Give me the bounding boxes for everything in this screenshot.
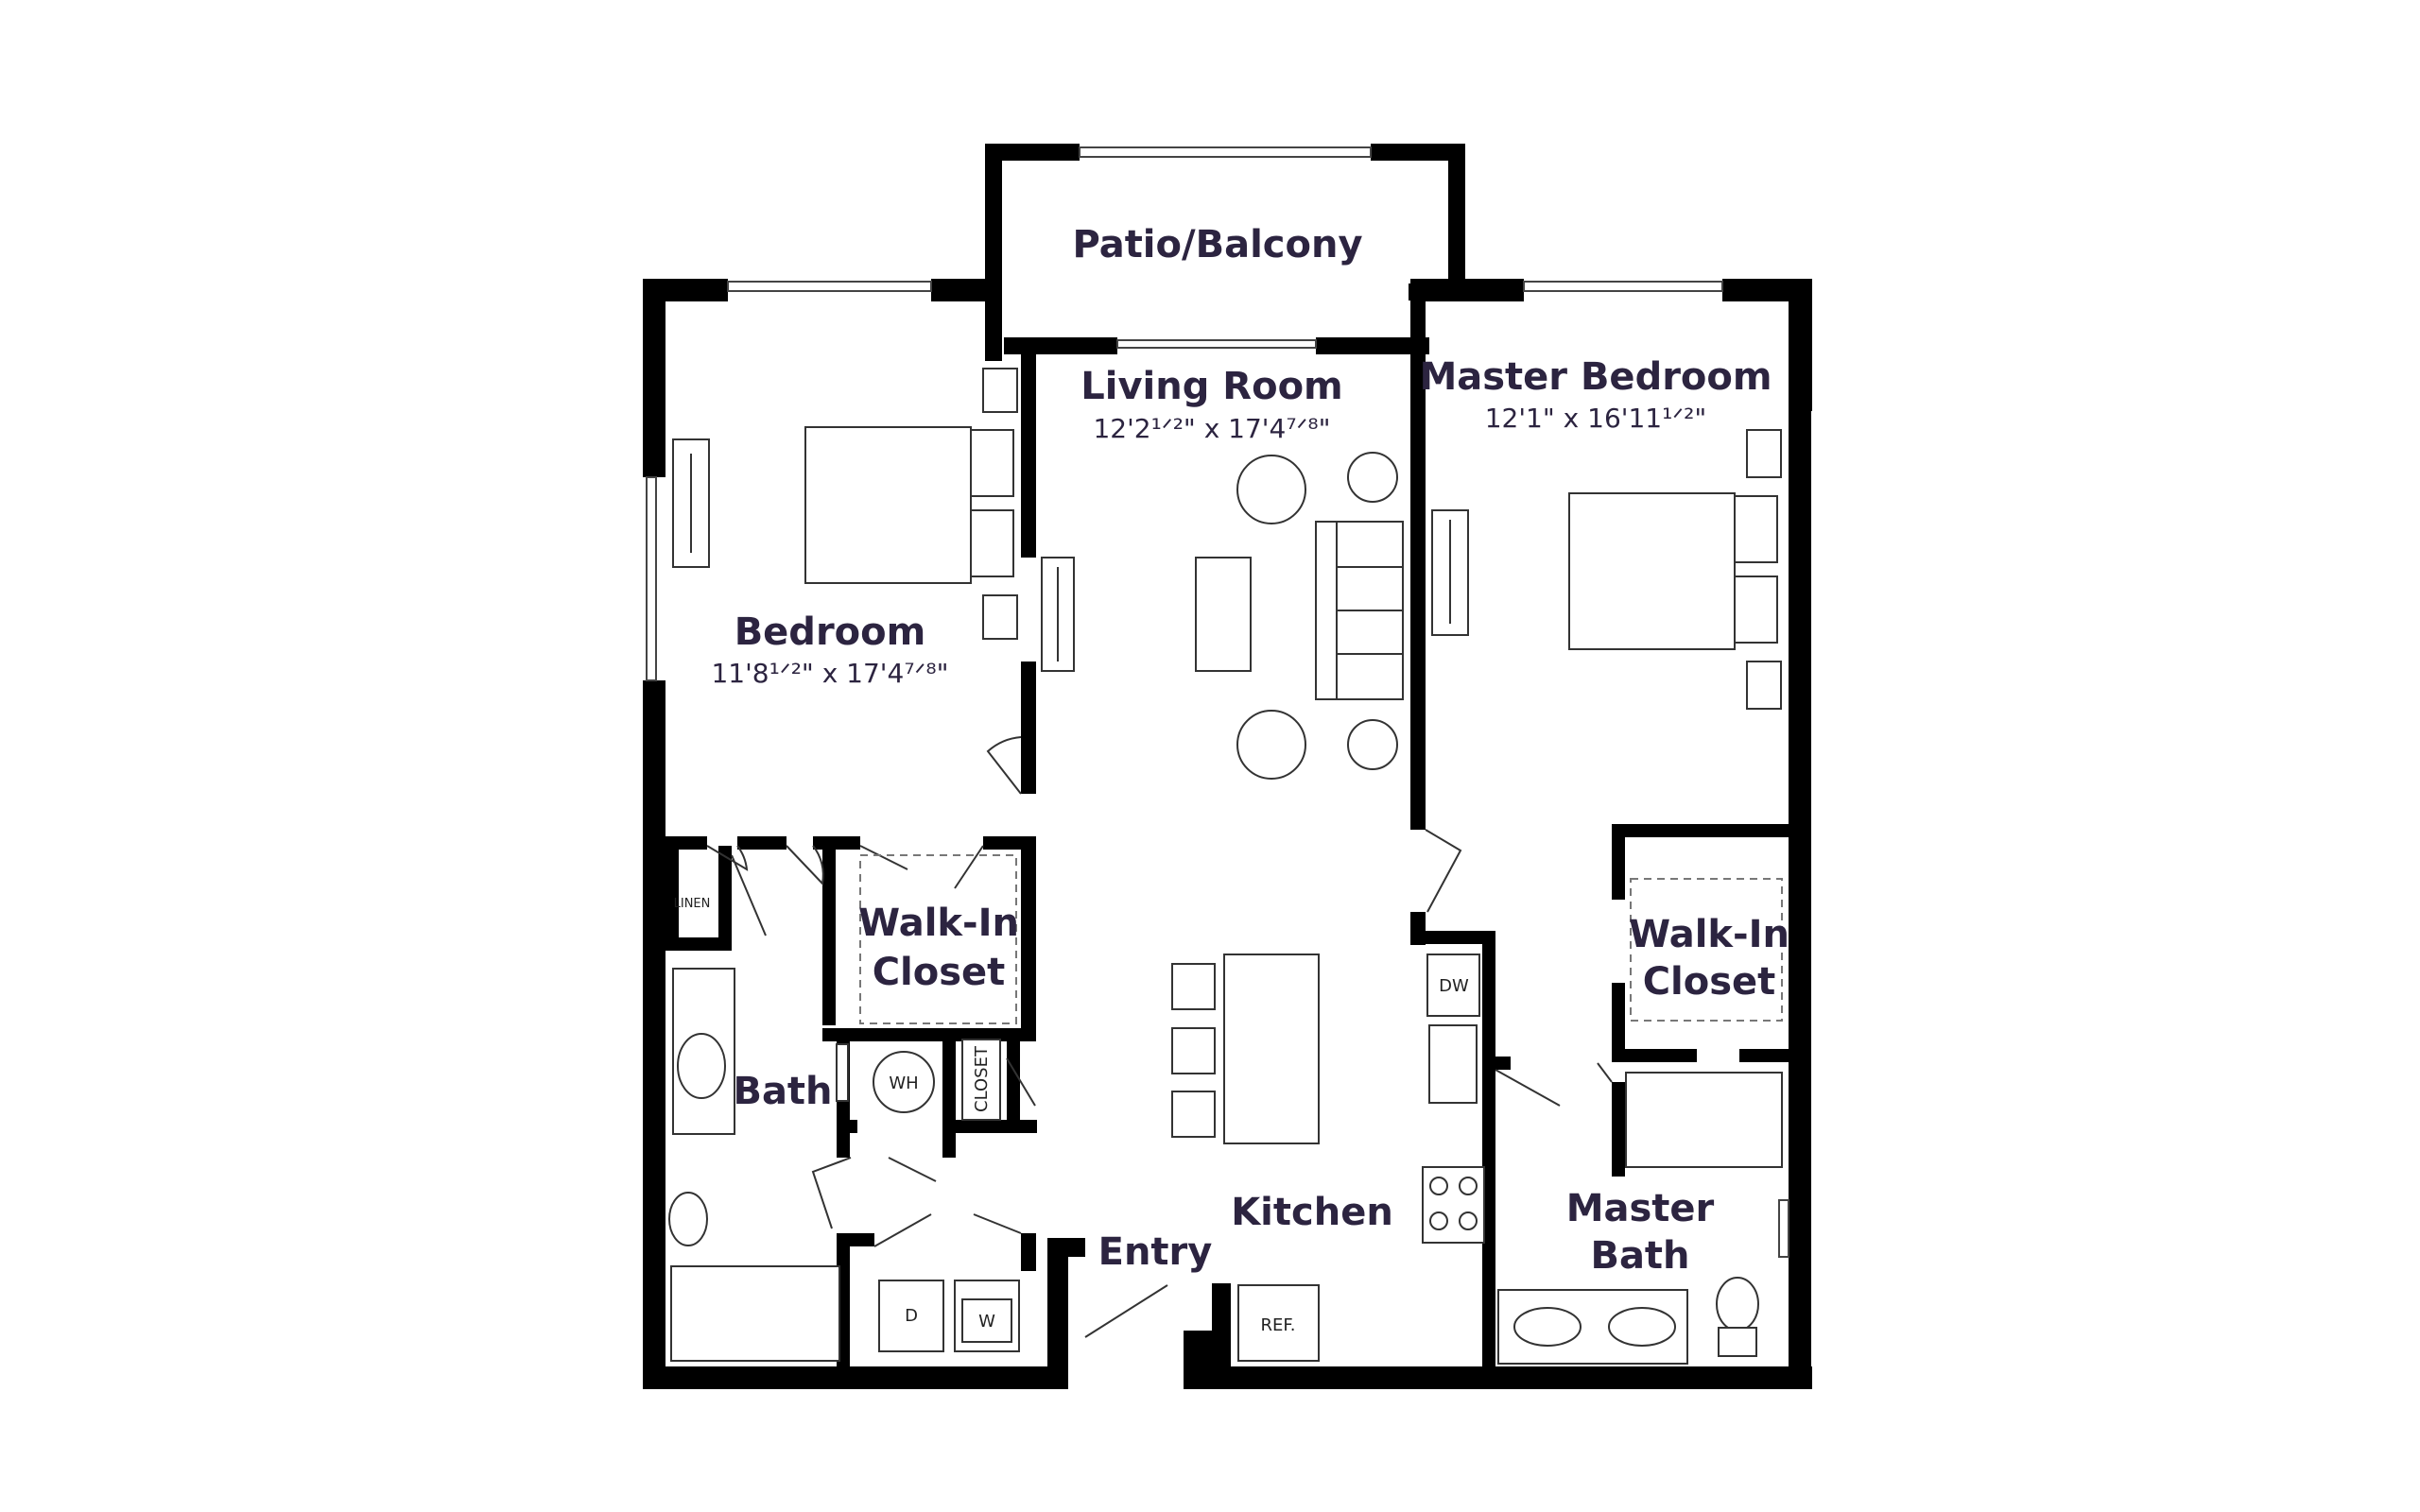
nightstand [1746, 661, 1782, 710]
walkin-closet-left-line2: Closet [873, 951, 1006, 994]
kitchen-sink [1428, 1024, 1478, 1104]
kitchen-label: Kitchen [1231, 1191, 1393, 1234]
dishwasher-label: DW [1439, 976, 1469, 996]
nightstand [982, 368, 1018, 413]
walkin-closet-left-line1: Walk-In [858, 902, 1019, 945]
walkin-closet-right-line2: Closet [1643, 960, 1776, 1004]
windows [646, 146, 1789, 1258]
stove [1422, 1166, 1485, 1244]
toilet [1716, 1277, 1759, 1332]
fixture-labels: LINEN WH CLOSET DW D W REF. [674, 897, 1469, 1335]
bed [804, 426, 972, 584]
shower [1625, 1072, 1783, 1168]
sink [1513, 1307, 1582, 1347]
master-bath-line2: Bath [1590, 1234, 1689, 1278]
kitchen-island [1223, 954, 1320, 1144]
refrigerator [1237, 1284, 1320, 1362]
bar-stool [1171, 963, 1216, 1010]
armchair [1236, 455, 1306, 524]
room-labels: Patio/Balcony Living Room 12'2¹ᐟ²" x 17'… [711, 223, 1789, 1278]
bedroom-dimensions: 11'8¹ᐟ²" x 17'4⁷ᐟ⁸" [711, 658, 948, 689]
living-room-label: Living Room [1080, 365, 1342, 408]
walls [643, 144, 1812, 1389]
bar-stool [1171, 1027, 1216, 1074]
side-table [1347, 452, 1398, 503]
water-heater [873, 1051, 935, 1113]
coffee-table [1195, 557, 1252, 672]
master-bedroom-label: Master Bedroom [1419, 355, 1772, 399]
bath-label: Bath [733, 1070, 832, 1113]
linen-label: LINEN [674, 897, 711, 911]
entry-label: Entry [1098, 1230, 1213, 1274]
fridge-label: REF. [1260, 1315, 1295, 1335]
fixtures [668, 368, 1783, 1365]
sink [1608, 1307, 1676, 1347]
patio-label: Patio/Balcony [1072, 223, 1362, 266]
washer-label: W [978, 1312, 995, 1332]
side-table [1347, 719, 1398, 770]
bar-stool [1171, 1091, 1216, 1138]
nightstand [982, 594, 1018, 640]
nightstand [1746, 429, 1782, 478]
closet-label: CLOSET [972, 1045, 992, 1112]
sink [677, 1033, 726, 1099]
dishwasher [1426, 954, 1480, 1017]
armchair [1236, 710, 1306, 780]
doors [706, 736, 1613, 1338]
bed [1568, 492, 1736, 650]
dryer [878, 1280, 944, 1352]
dryer-label: D [905, 1306, 918, 1326]
master-bedroom-dimensions: 12'1" x 16'11¹ᐟ²" [1485, 403, 1707, 434]
living-room-dimensions: 12'2¹ᐟ²" x 17'4⁷ᐟ⁸" [1093, 413, 1330, 444]
water-heater-label: WH [889, 1074, 918, 1093]
walkin-closet-right-line1: Walk-In [1629, 913, 1789, 956]
towel-bar [836, 1043, 849, 1102]
master-bath-line1: Master [1566, 1187, 1715, 1230]
toilet [668, 1192, 708, 1246]
bathtub [670, 1265, 840, 1362]
closet-box [961, 1039, 1001, 1121]
bedroom-label: Bedroom [735, 610, 926, 654]
